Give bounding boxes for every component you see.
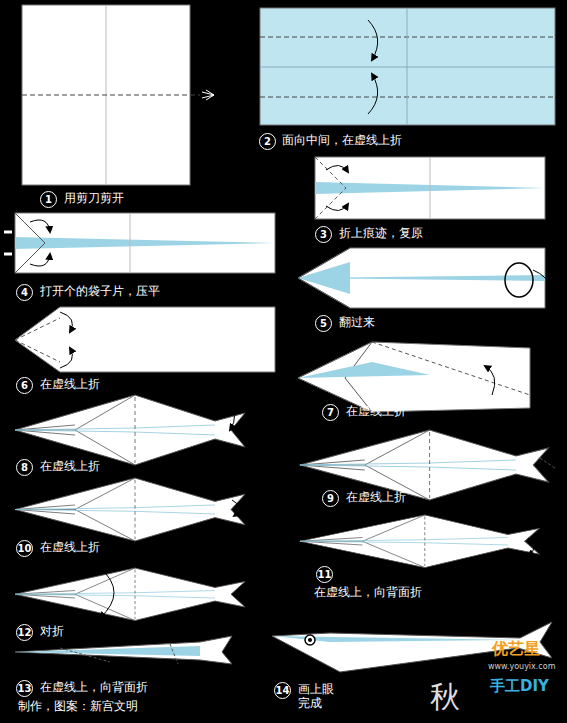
step-caption: 在虚线上，向背面折 (40, 681, 148, 695)
step-number: 6 (16, 377, 33, 394)
step-caption: 翻过来 (339, 316, 375, 330)
step-number: 5 (315, 315, 332, 332)
step-caption: 在虚线上折 (346, 405, 406, 419)
step-number: 10 (16, 540, 33, 557)
step-caption: 面向中间，在虚线上折 (282, 134, 402, 148)
step-number: 2 (259, 133, 276, 150)
step-number: 14 (274, 682, 291, 699)
watermark: 手工DIY (490, 678, 549, 695)
step-number: 8 (16, 459, 33, 476)
step-number: 11 (316, 566, 333, 583)
step-caption: 在虚线上，向背面折 (314, 586, 422, 600)
step-number: 13 (16, 680, 33, 697)
watermark: www.youyix.com (488, 662, 555, 671)
step-caption: 在虚线上折 (40, 541, 100, 555)
credit-note: 制作，图案：新宫文明 (18, 700, 138, 714)
step-caption: 在虚线上折 (40, 460, 100, 474)
step-caption: 折上痕迹，复原 (339, 227, 423, 241)
step-caption: 打开个的袋子片，压平 (40, 285, 160, 299)
step-number: 4 (16, 284, 33, 301)
step-number: 9 (322, 490, 339, 507)
step-number: 12 (16, 624, 33, 641)
step-caption: 用剪刀剪开 (64, 192, 124, 206)
step-number: 7 (322, 404, 339, 421)
watermark: 秋 (430, 680, 460, 715)
step-caption: 画上眼 完成 (298, 683, 341, 711)
step-number: 1 (40, 191, 57, 208)
step-caption: 对折 (40, 625, 64, 639)
step-caption: 在虚线上折 (346, 491, 406, 505)
watermark: 优艺星 (492, 640, 540, 658)
step-number: 3 (315, 226, 332, 243)
step-caption: 在虚线上折 (40, 378, 100, 392)
